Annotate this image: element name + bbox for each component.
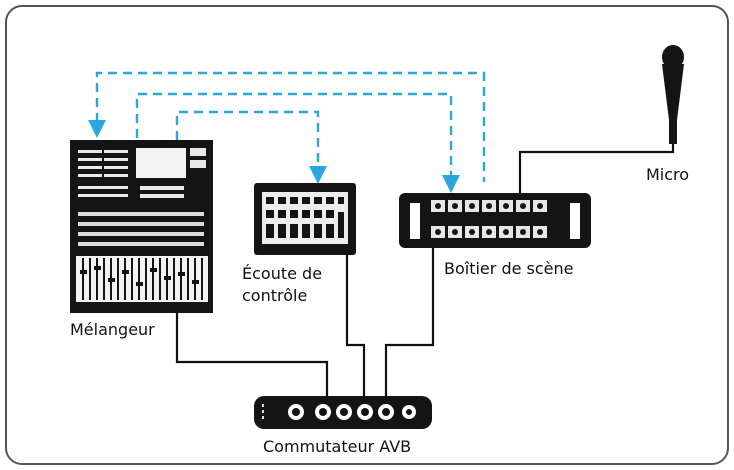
link-mixer-stagebox-outer <box>95 71 486 182</box>
mixing-console-icon <box>70 140 213 313</box>
microphone-icon <box>662 45 684 144</box>
stage-box-icon <box>399 193 591 248</box>
monitor-label-line1: Écoute de <box>242 264 323 283</box>
avb-network-links <box>95 71 486 182</box>
avb-switch-icon <box>254 396 432 429</box>
cables <box>175 142 675 396</box>
micro-label: Micro <box>646 165 690 184</box>
link-mixer-monitor <box>175 110 320 167</box>
arrow-down-icon <box>309 166 327 184</box>
arrow-down-icon <box>442 175 460 193</box>
monitor-controller-icon <box>254 183 356 255</box>
cable-mic-stagebox <box>518 142 675 193</box>
link-mixer-stagebox-inner <box>135 92 453 178</box>
stagebox-label: Boîtier de scène <box>444 259 574 278</box>
arrow-down-icon <box>88 120 106 138</box>
diagram-border <box>5 5 729 465</box>
switch-label: Commutateur AVB <box>263 437 412 456</box>
arrow-heads <box>88 120 460 193</box>
cable-monitor-switch-a <box>345 254 366 396</box>
monitor-label-line2: contrôle <box>242 286 308 305</box>
cable-mixer-switch <box>175 312 329 396</box>
cable-stagebox-switch <box>384 248 435 396</box>
mixer-label: Mélangeur <box>70 320 155 339</box>
